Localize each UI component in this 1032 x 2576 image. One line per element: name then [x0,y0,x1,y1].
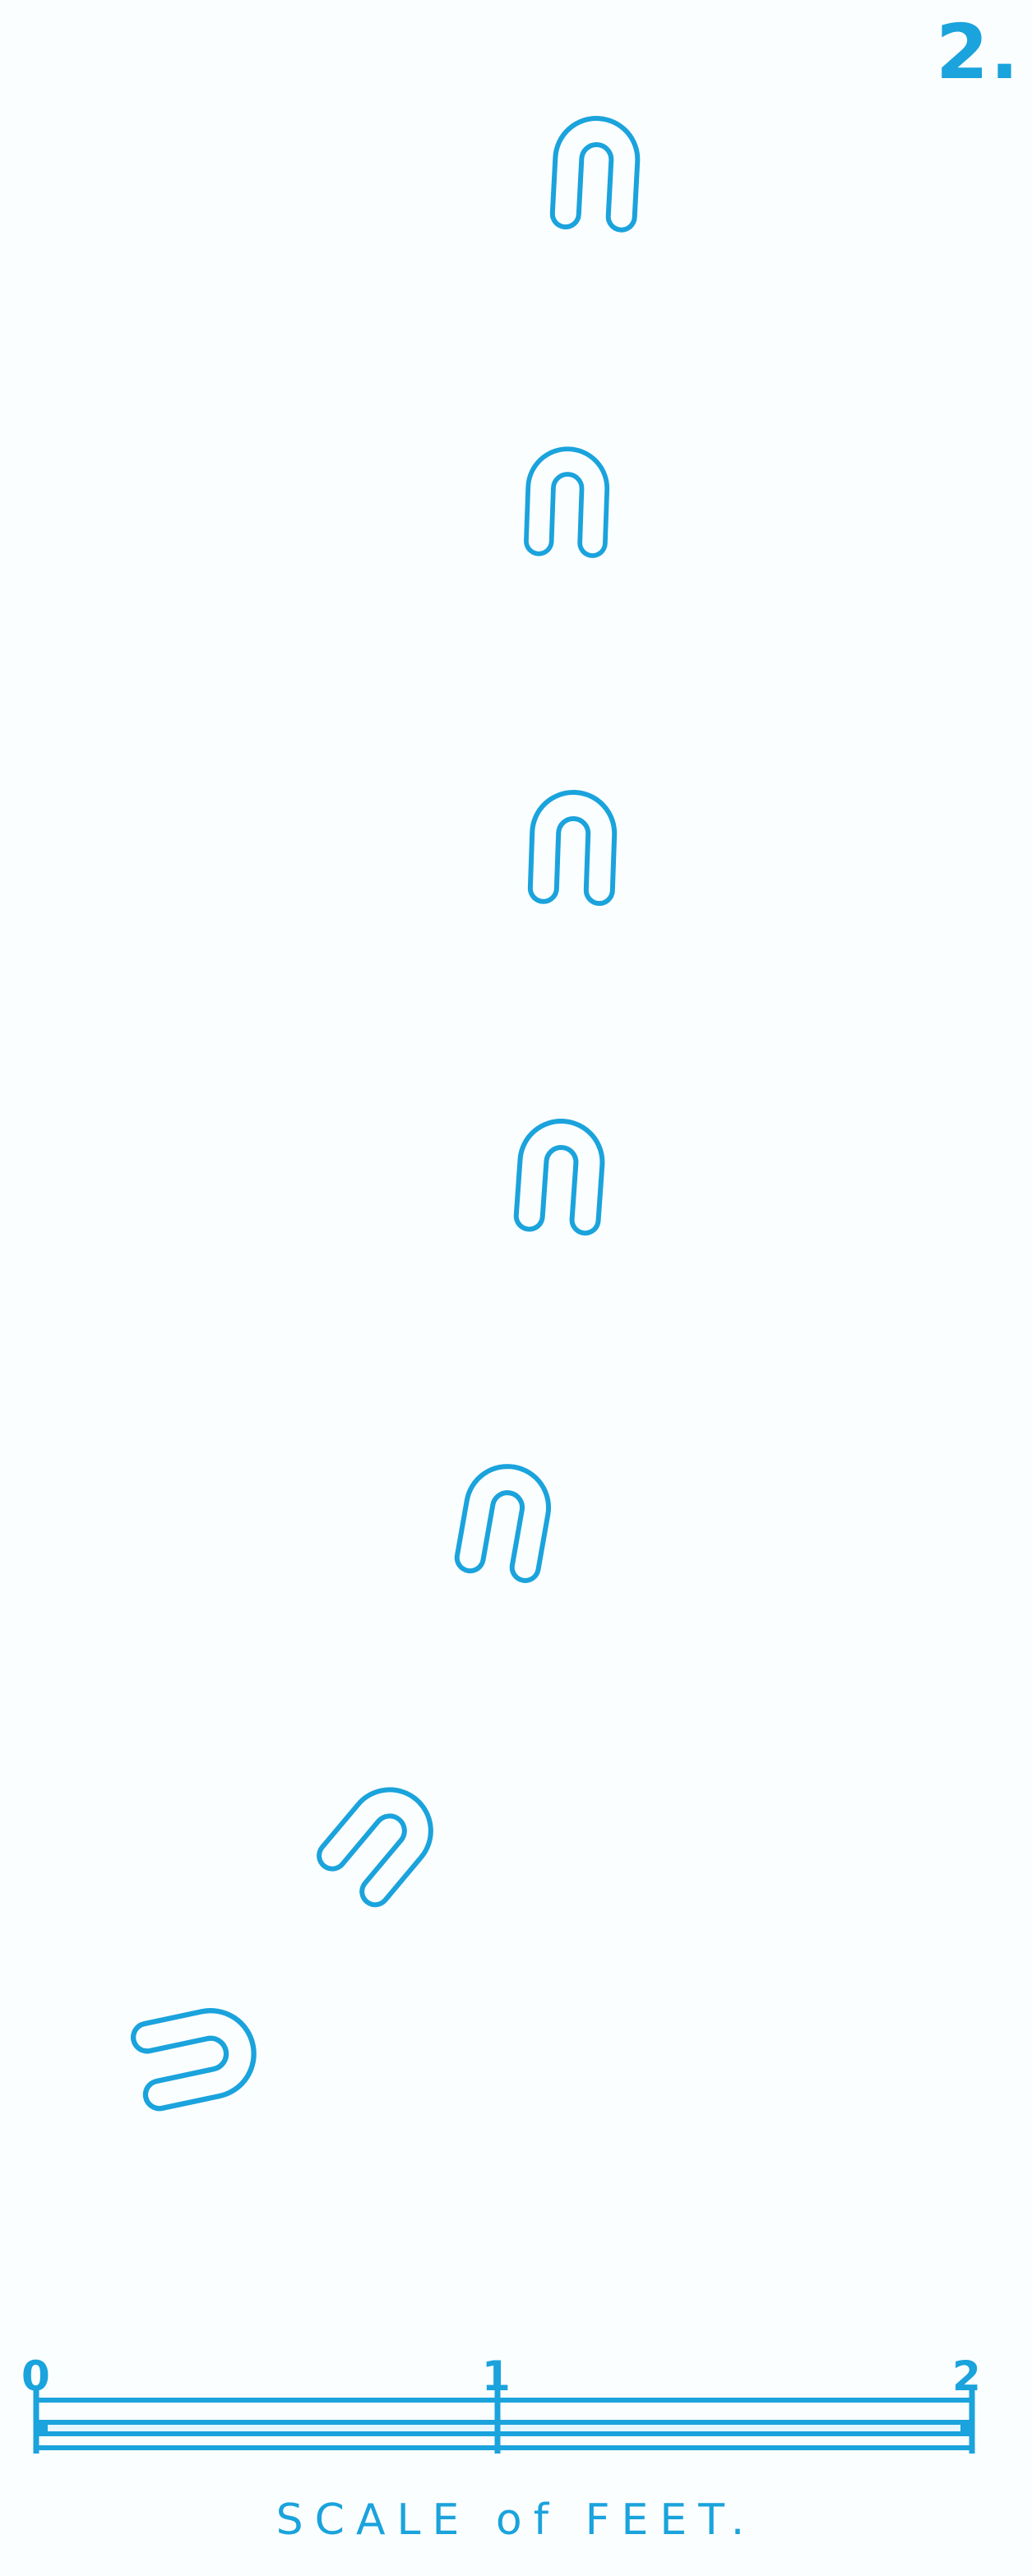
scale-bar [33,2388,975,2454]
horseshoe-print-icon [332,1792,429,1892]
horseshoe-print-icon [544,805,603,890]
horseshoe-print-icon [147,2019,246,2094]
scale-tick-label: 0 [21,2352,50,2400]
horseshoe-print-icon [566,130,626,216]
horseshoe-print-icon [539,460,595,542]
horseshoe-print-icon [530,1133,591,1220]
scale-tick-label: 1 [482,2352,511,2400]
scale-title: SCALE of FEET. [275,2495,757,2545]
scale-tick-label: 2 [952,2352,981,2400]
plate-number: 2. [936,8,1020,96]
horseshoe-print-icon [470,1475,540,1567]
